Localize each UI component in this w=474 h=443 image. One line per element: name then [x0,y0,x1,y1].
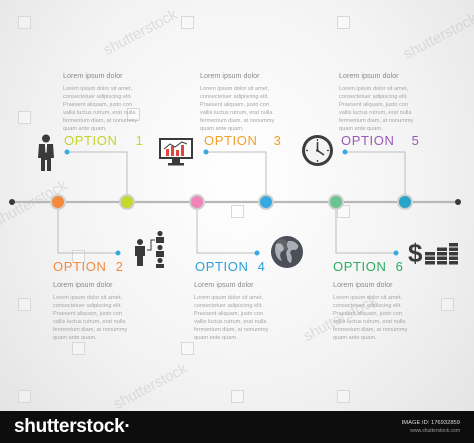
globe-icon [271,236,303,268]
svg-text:$: $ [408,240,423,266]
timeline-node-2 [50,194,66,210]
timeline-node-1 [119,194,135,210]
option-number: 2 [115,259,124,274]
block-body: Lorem ipsum dolor sit amet, consectetuer… [53,295,128,341]
org-chart-icon [135,230,164,268]
option-4-label: OPTION 4 [195,259,266,274]
connector-dot [115,250,121,256]
option-word: OPTION [341,133,395,148]
timeline-node-3 [258,194,274,210]
stock-footer-bar: shutterstock· IMAGE ID: 176932859 www.sh… [0,411,474,443]
option-word: OPTION [204,133,258,148]
block-heading: Lorem ipsum dolor [194,280,254,289]
option-number: 1 [135,133,144,148]
text-block-5: Lorem ipsum dolor Lorem ipsum dolor sit … [339,71,457,133]
timeline-node-4 [189,194,205,210]
shutterstock-logo: shutterstock· [14,416,131,437]
watermark-box [18,111,31,124]
option-word: OPTION [53,259,107,274]
block-body: Lorem ipsum dolor sit amet, consectetuer… [63,86,138,132]
connector-dot [64,149,70,155]
block-body: Lorem ipsum dolor sit amet, consectetuer… [200,86,275,132]
monitor-chart-icon [159,138,193,166]
timeline-node-5 [397,194,413,210]
connector-option-4 [196,202,257,254]
text-block-3: Lorem ipsum dolor Lorem ipsum dolor sit … [200,71,318,133]
timeline-axis [9,199,461,205]
watermark-box [231,390,244,403]
watermark-box [72,342,85,355]
text-block-6: Lorem ipsum dolor Lorem ipsum dolor sit … [333,280,451,342]
option-number: 3 [273,133,282,148]
watermark-box [181,342,194,355]
watermark-box [441,298,454,311]
option-number: 5 [411,133,420,148]
money-icon: $ [408,240,458,266]
block-heading: Lorem ipsum dolor [53,280,113,289]
block-heading: Lorem ipsum dolor [333,280,393,289]
watermark-box [337,16,350,29]
connector-dot [203,149,209,155]
block-body: Lorem ipsum dolor sit amet, consectetuer… [333,295,408,341]
option-word: OPTION [64,133,118,148]
watermark-box [231,205,244,218]
option-number: 4 [257,259,266,274]
option-5-label: OPTION 5 [341,133,420,148]
connector-dot [254,250,260,256]
block-heading: Lorem ipsum dolor [339,71,399,80]
option-word: OPTION [195,259,249,274]
connector-dot [342,149,348,155]
option-number: 6 [395,259,404,274]
watermark-box [337,390,350,403]
timeline-node-6 [328,194,344,210]
connector-option-5 [345,151,406,202]
option-6-label: OPTION 6 [333,259,404,274]
clock-icon [302,135,333,166]
option-1-label: OPTION 1 [64,133,144,148]
watermark-box [18,298,31,311]
watermark-box [181,16,194,29]
option-2-label: OPTION 2 [53,259,124,274]
option-word: OPTION [333,259,387,274]
connector-option-1 [67,151,128,202]
text-block-4: Lorem ipsum dolor Lorem ipsum dolor sit … [194,280,312,342]
block-body: Lorem ipsum dolor sit amet, consectetuer… [194,295,269,341]
connector-option-6 [335,202,396,254]
businessman-icon [38,134,54,171]
block-heading: Lorem ipsum dolor [63,71,123,80]
watermark-box [127,108,140,121]
connector-dot [393,250,399,256]
text-block-2: Lorem ipsum dolor Lorem ipsum dolor sit … [53,280,171,342]
watermark-box [18,390,31,403]
option-3-label: OPTION 3 [204,133,282,148]
text-block-1: Lorem ipsum dolor Lorem ipsum dolor sit … [63,71,181,133]
image-id-label: IMAGE ID: 176932859 [401,420,460,426]
block-heading: Lorem ipsum dolor [200,71,260,80]
connector-option-2 [57,202,118,254]
block-body: Lorem ipsum dolor sit amet, consectetuer… [339,86,414,132]
watermark-box [18,16,31,29]
site-url-label: www.shutterstock.com [410,428,460,434]
connector-option-3 [206,151,267,202]
timeline-diagram [9,149,461,256]
